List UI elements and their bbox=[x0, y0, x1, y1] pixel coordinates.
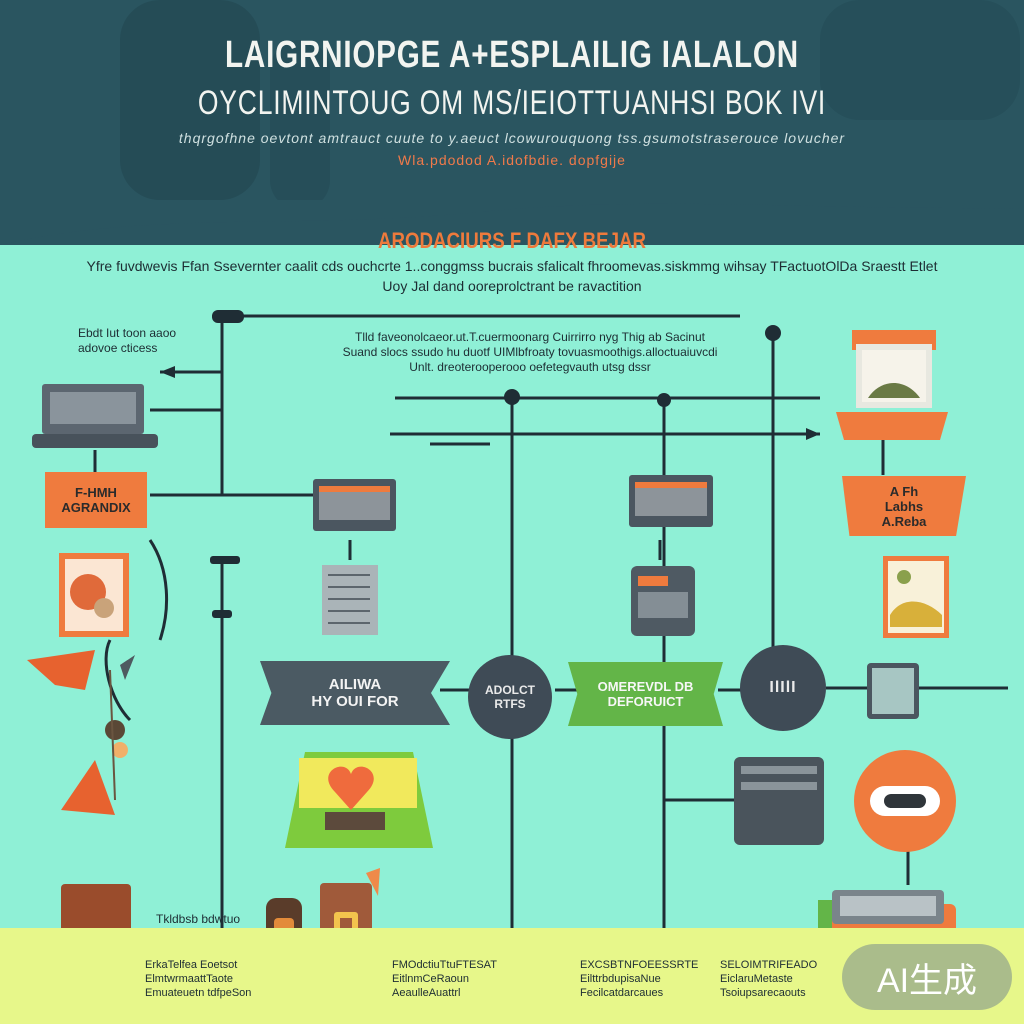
subtitle-accent: Wla.pdodod A.idofbdie. dopfgije bbox=[398, 152, 626, 168]
picture-frame-icon bbox=[59, 553, 129, 637]
printer-icon bbox=[631, 566, 695, 636]
main-title: LAIGRNIOPGE A+ESPLAILIG IALALON bbox=[225, 34, 799, 76]
banner-right-orange: A Fh Labhs A.Reba bbox=[842, 476, 966, 536]
server-box-icon bbox=[734, 757, 824, 845]
intro-text: Yfre fuvdwevis Ffan Ssevernter caalit cd… bbox=[86, 258, 938, 274]
intro-text-line2: Uoy Jal dand ooreprolctrant be ravactiti… bbox=[382, 278, 642, 294]
footer-column-2: FMOdctiuTtuFTESAT EitlnmCeRaoun AeaulleA… bbox=[392, 959, 497, 999]
center-node: ADOLCT RTFS bbox=[468, 655, 552, 739]
header-silhouette bbox=[270, 40, 330, 210]
landscape-frame-icon bbox=[883, 556, 949, 638]
banner-green: OMEREVDL DB DEFORUICT bbox=[568, 662, 723, 726]
document-stack-icon bbox=[322, 565, 378, 635]
frame-picture-icon bbox=[836, 330, 948, 440]
right-node: IlIlI bbox=[740, 645, 826, 731]
tablet-icon bbox=[867, 663, 919, 719]
laptop-icon bbox=[32, 384, 158, 448]
banner-left-orange: F-HMH AGRANDIX bbox=[45, 472, 147, 528]
hanging-kite-icon bbox=[27, 650, 135, 815]
section-title: ARODACIURS F DAFX BEJAR bbox=[377, 228, 647, 253]
main-title-line2: OYCLIMINTOUG OM MS/IEIOTTUANHSI BOK IVI bbox=[197, 84, 827, 122]
ai-generated-watermark: AI生成 bbox=[842, 944, 1012, 1010]
note-top-left: Ebdt Iut toon aaoo adovoe cticess bbox=[78, 326, 177, 355]
banner-dark: AILIWA HY OUI FOR bbox=[260, 661, 450, 725]
footer-column-3: EXCSBTNFOEESSRTE EilttrbdupisaNue Fecilc… bbox=[580, 959, 699, 999]
monitor-icon-right bbox=[629, 475, 713, 527]
footer-column-4: SELOIMTRIFEADO EiclaruMetaste Tsoiupsare… bbox=[720, 959, 818, 999]
monitor-icon bbox=[313, 479, 396, 531]
header-silhouette bbox=[120, 0, 260, 200]
heart-card-icon bbox=[285, 752, 433, 848]
orange-circle-icon bbox=[854, 750, 956, 852]
header-silhouette bbox=[820, 0, 1020, 120]
footer-caption: Tkldbsb bdwtuo bbox=[156, 912, 241, 926]
footer-column-1: ErkaTelfea Eoetsot ElmtwrmaattTaote Emua… bbox=[145, 959, 252, 999]
note-center-top: Tlld faveonolcaeor.ut.T.cuermoonarg Cuir… bbox=[342, 330, 718, 374]
header-wave bbox=[0, 200, 1024, 245]
subtitle: thqrgofhne oevtont amtrauct cuute to y.a… bbox=[178, 130, 846, 146]
